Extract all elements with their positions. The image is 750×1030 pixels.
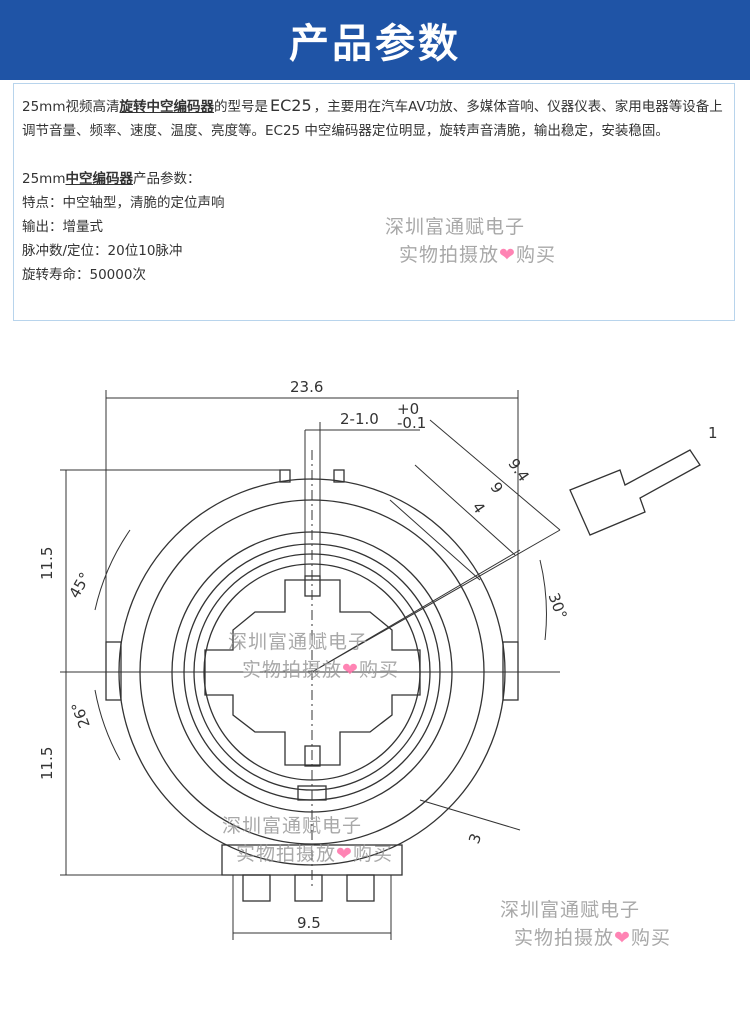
dim-width-total: 23.6 — [290, 378, 323, 396]
dim-height-bottom: 11.5 — [38, 747, 56, 780]
right-tab — [502, 641, 519, 701]
params-heading-emphasis: 中空编码器 — [65, 171, 133, 187]
dim-angle-bottom-left: 26° — [68, 699, 94, 730]
heart-icon: ❤ — [499, 244, 516, 266]
dim-angle-top-left: 45° — [65, 569, 94, 601]
watermark-line2-a: 实物拍摄放 — [399, 244, 500, 266]
watermark-line2-a: 实物拍摄放 — [514, 927, 615, 949]
detail-shaft — [569, 449, 701, 536]
page-title: 产品参数 — [289, 21, 461, 67]
param-item: 特点：中空轴型，清脆的定位声响 — [22, 195, 225, 211]
dim-slot: 2-1.0 — [340, 410, 379, 428]
dim-tol-lower: -0.1 — [397, 414, 426, 432]
dim-diag-mid-label: 9 — [486, 479, 506, 497]
dim-pitch: 3 — [465, 831, 485, 846]
dim-detail: 1 — [708, 424, 718, 442]
params-heading-suffix: 产品参数： — [132, 171, 201, 187]
params-heading-prefix: 25mm — [22, 171, 66, 187]
dim-tol-upper: +0 — [397, 400, 419, 418]
param-item: 输出：增量式 — [22, 219, 103, 235]
dim-diag-mid — [414, 464, 516, 556]
watermark-line1: 深圳富通赋电子 — [500, 899, 641, 921]
watermark-line2: 实物拍摄放❤购买 — [222, 840, 393, 868]
dim-diag-outer — [429, 419, 561, 531]
watermark-line2-b: 购买 — [515, 244, 556, 266]
watermark-line1: 深圳富通赋电子 — [228, 631, 369, 653]
watermark-line1: 深圳富通赋电子 — [385, 216, 526, 238]
watermark-line1: 深圳富通赋电子 — [222, 815, 363, 837]
ref-line — [311, 549, 521, 673]
dim-diag-inner-label: 4 — [468, 499, 488, 517]
watermark: 深圳富通赋电子 实物拍摄放❤购买 — [385, 213, 556, 269]
bottom-key — [304, 745, 321, 767]
param-item: 旋转寿命：50000次 — [22, 267, 146, 283]
watermark-line2: 实物拍摄放❤购买 — [385, 241, 556, 269]
watermark-line2-a: 实物拍摄放 — [242, 659, 343, 681]
intro-mid: 的型号是 — [213, 99, 268, 115]
watermark: 深圳富通赋电子 实物拍摄放❤购买 — [222, 812, 393, 868]
dim-height-top: 11.5 — [38, 547, 56, 580]
model-name: EC25 — [269, 96, 312, 115]
left-tab — [105, 641, 122, 701]
top-notch-left — [279, 469, 291, 483]
dim-diag-inner — [389, 499, 481, 581]
params-heading: 25mm中空编码器产品参数： — [22, 167, 724, 191]
dim-diag-outer-label: 9.4 — [504, 455, 532, 485]
dim-angle-right: 30° — [545, 591, 571, 622]
pin-2 — [294, 874, 323, 902]
dim-pin-span: 9.5 — [297, 914, 321, 932]
top-notch-right — [333, 469, 345, 483]
watermark-line2: 实物拍摄放❤购买 — [500, 924, 671, 952]
title-banner: 产品参数 — [0, 0, 750, 80]
watermark-line2-b: 购买 — [358, 659, 399, 681]
arc-45 — [94, 529, 131, 611]
intro-prefix: 25mm视频高清 — [22, 99, 120, 115]
dim-line-pitch — [419, 799, 521, 831]
intro-rest: ，主要用在汽车AV功放、多媒体音响、仪器仪表、家用电器等设备上调节音量、频率、速… — [22, 99, 723, 139]
watermark: 深圳富通赋电子 实物拍摄放❤购买 — [228, 628, 399, 684]
heart-icon: ❤ — [614, 927, 631, 949]
hollow-profile — [204, 579, 421, 766]
watermark: 深圳富通赋电子 实物拍摄放❤购买 — [500, 896, 671, 952]
arc-30 — [539, 559, 547, 641]
heart-icon: ❤ — [342, 659, 359, 681]
watermark-line2-b: 购买 — [630, 927, 671, 949]
intro-emphasis: 旋转中空编码器 — [119, 99, 214, 115]
param-item: 脉冲数/定位：20位10脉冲 — [22, 243, 183, 259]
heart-icon: ❤ — [336, 843, 353, 865]
pin-1 — [242, 874, 271, 902]
bottom-lug — [297, 785, 327, 801]
watermark-line2-b: 购买 — [352, 843, 393, 865]
watermark-line2: 实物拍摄放❤购买 — [228, 656, 399, 684]
spacer — [22, 143, 724, 167]
watermark-line2-a: 实物拍摄放 — [236, 843, 337, 865]
pin-3 — [346, 874, 375, 902]
technical-drawing: 23.6 2-1.0 +0 -0.1 9.4 9 4 30° 45° 26° 1… — [38, 378, 718, 940]
arc-26 — [94, 689, 121, 761]
